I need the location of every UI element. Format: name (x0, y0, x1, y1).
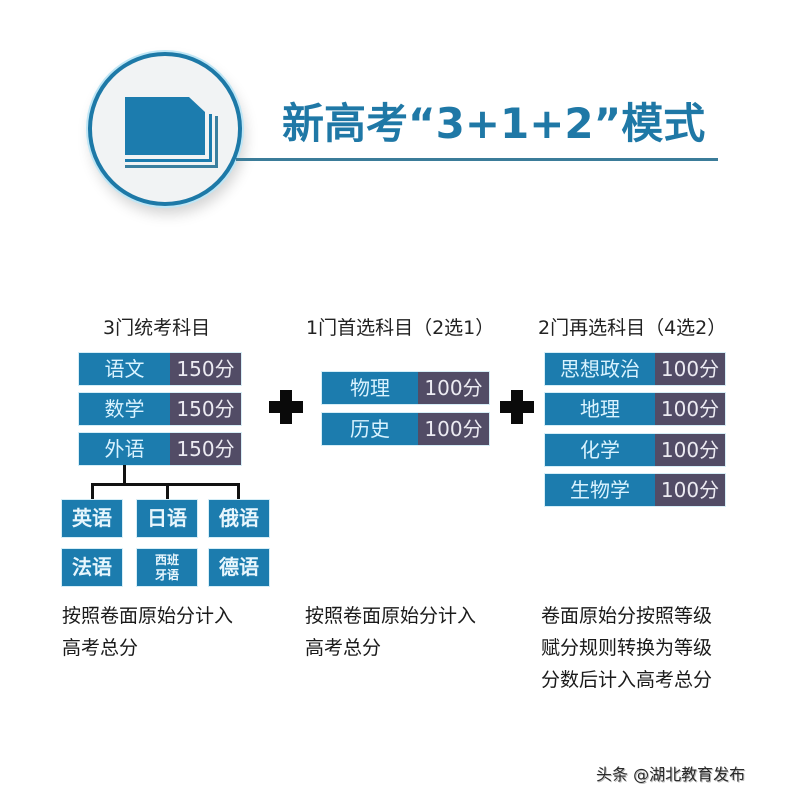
document-stack-icon (125, 97, 218, 168)
subject-name: 化学 (545, 434, 655, 466)
watermark: 头条 @湖北教育发布 (596, 765, 746, 784)
subject-score: 100分 (655, 474, 725, 506)
plus-icon (269, 390, 303, 424)
subject-name: 历史 (322, 413, 418, 445)
subject-bar-geography: 地理 100分 (545, 393, 725, 425)
column-heading-compulsory: 3门统考科目 (103, 317, 211, 339)
note-secondary-elective: 卷面原始分按照等级 赋分规则转换为等级 分数后计入高考总分 (541, 605, 713, 691)
subject-name: 思想政治 (545, 353, 655, 385)
subject-name: 生物学 (545, 474, 655, 506)
header-icon-ring (88, 52, 242, 206)
subject-score: 100分 (655, 353, 725, 385)
subject-bar-physics: 物理 100分 (322, 372, 489, 404)
subject-name: 数学 (79, 393, 170, 425)
language-japanese: 日语 (137, 500, 197, 537)
tree-connector-drop (166, 483, 169, 500)
subject-bar-biology: 生物学 100分 (545, 474, 725, 506)
page-title: 新高考“3+1+2”模式 (282, 99, 706, 148)
subject-bar-math: 数学 150分 (79, 393, 241, 425)
subject-bar-chinese: 语文 150分 (79, 353, 241, 385)
tree-connector-drop (237, 483, 240, 500)
subject-name: 语文 (79, 353, 170, 385)
column-heading-secondary-elective: 2门再选科目（4选2） (538, 317, 727, 339)
subject-score: 100分 (418, 372, 489, 404)
tree-connector-drop (91, 483, 94, 500)
language-russian: 俄语 (209, 500, 269, 537)
subject-score: 150分 (170, 433, 241, 465)
subject-name: 外语 (79, 433, 170, 465)
note-primary-elective: 按照卷面原始分计入 高考总分 (305, 605, 477, 659)
subject-score: 150分 (170, 353, 241, 385)
note-compulsory: 按照卷面原始分计入 高考总分 (62, 605, 234, 659)
subject-score: 100分 (655, 434, 725, 466)
column-heading-primary-elective: 1门首选科目（2选1） (306, 317, 495, 339)
subject-score: 150分 (170, 393, 241, 425)
plus-icon (500, 390, 534, 424)
subject-bar-history: 历史 100分 (322, 413, 489, 445)
subject-score: 100分 (418, 413, 489, 445)
language-german: 德语 (209, 549, 269, 586)
language-english: 英语 (62, 500, 122, 537)
tree-connector-stem (123, 465, 126, 485)
tree-connector-horizontal (91, 483, 240, 486)
subject-name: 地理 (545, 393, 655, 425)
language-french: 法语 (62, 549, 122, 586)
subject-name: 物理 (322, 372, 418, 404)
subject-score: 100分 (655, 393, 725, 425)
subject-bar-chemistry: 化学 100分 (545, 434, 725, 466)
subject-bar-foreign-language: 外语 150分 (79, 433, 241, 465)
language-spanish: 西班 牙语 (137, 549, 197, 586)
subject-bar-politics: 思想政治 100分 (545, 353, 725, 385)
title-underline (236, 158, 718, 161)
